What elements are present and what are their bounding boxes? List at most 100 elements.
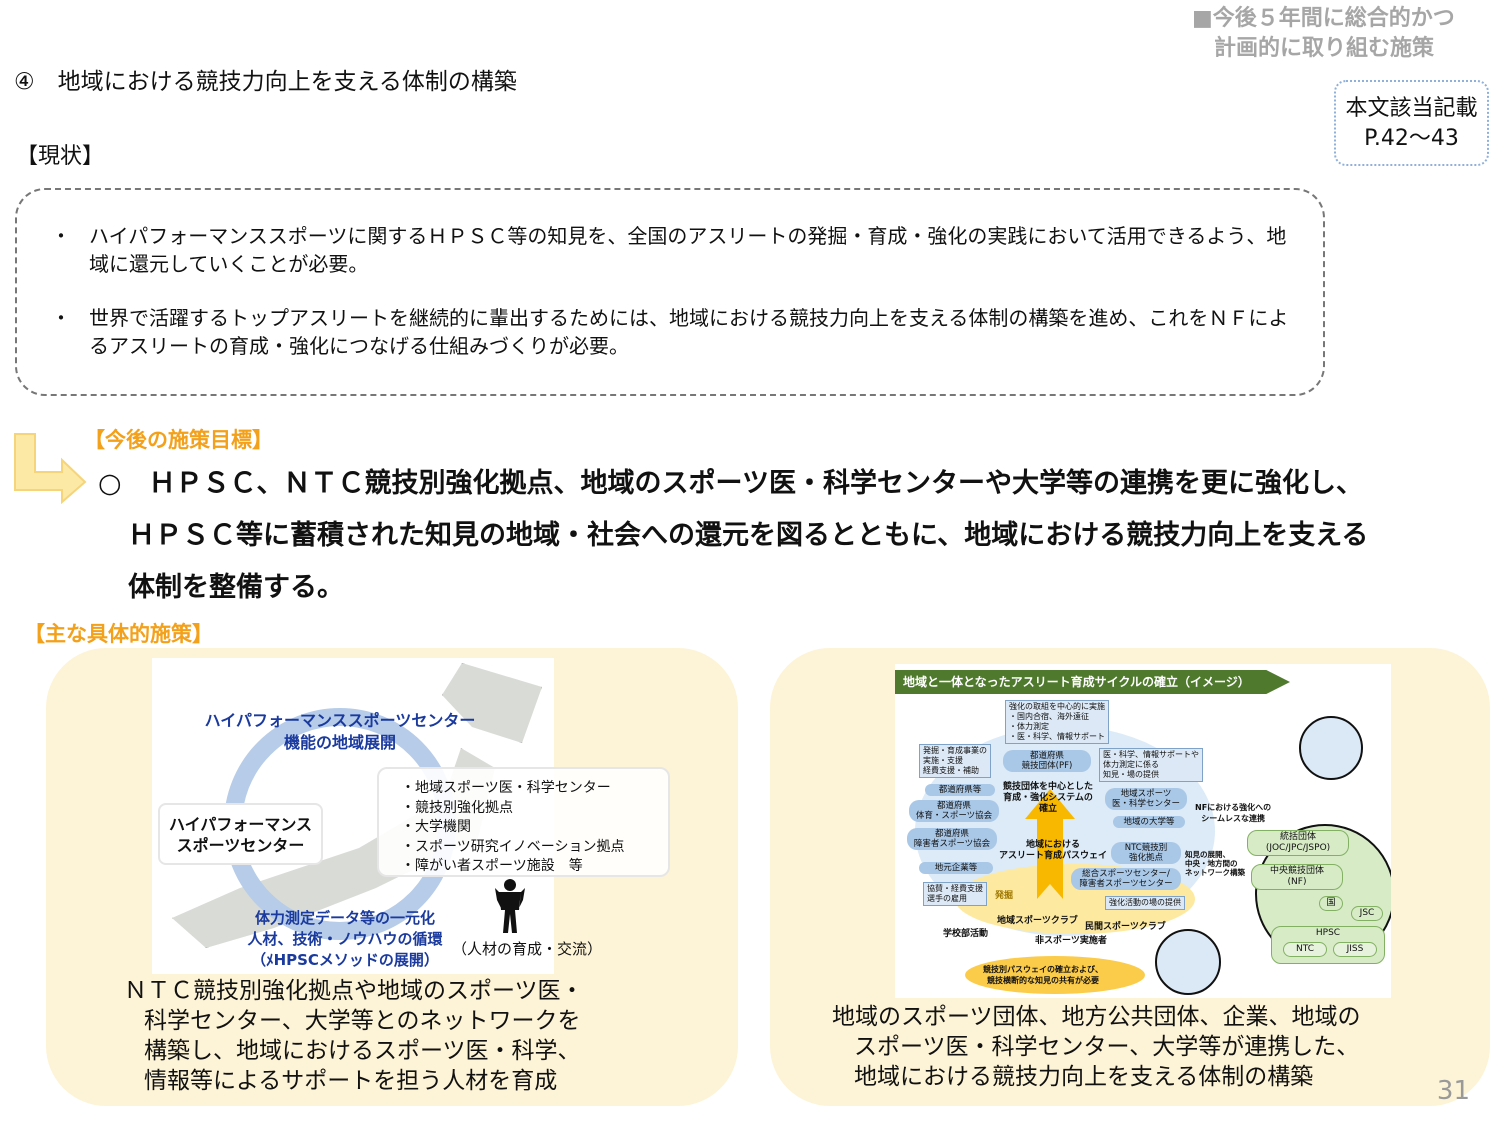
reference-label: 本文該当記載: [1345, 96, 1478, 121]
goal-line: ＨＰＳＣ等に蓄積された知見の地域・社会への還元を図るとともに、地域における競技力…: [128, 520, 1369, 551]
nf-link-text: NFにおける強化へのシームレスな連携: [1195, 802, 1271, 824]
status-item: ・世界で活躍するトップアスリートを継続的に輩出するためには、地域における競技力向…: [51, 304, 1293, 360]
caption-line: 情報等によるサポートを担う人材を育成: [144, 1068, 558, 1094]
box-line: 協賛・経費支援: [927, 884, 983, 893]
facility-list: ・地域スポーツ医・科学センター ・競技別強化拠点 ・大学機関 ・スポーツ研究イノ…: [377, 767, 670, 877]
left-caption: ＮＴＣ競技別強化拠点や地域のスポーツ医・ 科学センター、大学等とのネットワークを…: [124, 976, 584, 1096]
status-text: ハイパフォーマンススポーツに関するＨＰＳＣ等の知見を、全国のアスリートの発掘・育…: [89, 224, 1287, 276]
network-text: 知見の展開、中央・地方間のネットワーク構築: [1185, 850, 1245, 877]
text-line: シームレスな連携: [1201, 814, 1265, 823]
caption-line: 地域における競技力向上を支える体制の構築: [854, 1064, 1314, 1090]
text-line: 中央・地方間の: [1185, 859, 1238, 868]
caption-line: 科学センター、大学等とのネットワークを: [144, 1008, 581, 1034]
box-line: 知見・場の提供: [1103, 770, 1159, 779]
hpsc-box: ハイパフォーマンス スポーツセンター: [158, 803, 323, 865]
caption-line: 地域のスポーツ団体、地方公共団体、企業、地域の: [832, 1004, 1361, 1030]
med-center-pill: 地域スポーツ 医・科学センター: [1105, 788, 1187, 810]
general-center-pill: 総合スポーツセンター/ 障害者スポーツセンター: [1071, 868, 1181, 890]
need-text: 競技別パスウェイの確立および、競技横断的な知見の共有が必要: [983, 964, 1103, 986]
measures-label: 【主な具体的施策】: [24, 622, 213, 646]
right-figure: 地域と一体となったアスリート育成サイクルの確立（イメージ） 強化の取組を中心的に…: [895, 664, 1391, 998]
pathway-text: 地域におけるアスリート育成パスウェイ: [999, 840, 1107, 862]
right-caption: 地域のスポーツ団体、地方公共団体、企業、地域の スポーツ医・科学センター、大学等…: [832, 1002, 1361, 1092]
pref-pill: 都道府県等: [925, 784, 995, 796]
goal-text: ＨＰＳＣ、ＮＴＣ競技別強化拠点、地域のスポーツ医・科学センターや大学等の連携を更…: [148, 468, 1364, 499]
pf-pill: 都道府県 競技団体(PF): [1003, 750, 1091, 772]
box-line: 体力測定に係る: [1103, 760, 1159, 769]
bullet: ・: [51, 224, 71, 248]
reference-pages: P.42～43: [1364, 126, 1459, 151]
pref-para-pill: 都道府県 障害者スポーツ協会: [907, 828, 997, 850]
box-line: ・国内合宿、海外遠征: [1009, 712, 1089, 721]
text-line: NFにおける強化への: [1195, 803, 1272, 812]
box-line: 医・科学、情報サポートや: [1103, 750, 1199, 759]
box-line: 強化の取組を中心的に実施: [1009, 702, 1105, 711]
pref-sports-pill: 都道府県 体育・スポーツ協会: [909, 800, 999, 822]
person-icon: [495, 879, 525, 933]
caption-line: 構築し、地域におけるスポーツ医・科学、: [144, 1038, 581, 1064]
status-box: ・ハイパフォーマンススポーツに関するＨＰＳＣ等の知見を、全国のアスリートの発掘・…: [15, 188, 1325, 396]
caption-line: ＮＴＣ競技別強化拠点や地域のスポーツ医・: [124, 978, 584, 1004]
place-box: 強化活動の場の提供: [1105, 896, 1185, 910]
club-label: 非スポーツ実施者: [1035, 936, 1107, 946]
label-line: 機能の地域展開: [283, 733, 396, 752]
globe-icon: [1299, 716, 1363, 780]
list-item: ・競技別強化拠点: [401, 799, 513, 816]
box-line: 発掘・育成事業の: [923, 746, 987, 755]
status-text: 世界で活躍するトップアスリートを継続的に輩出するためには、地域における競技力向上…: [89, 306, 1289, 358]
person-note: （人材の育成・交流）: [452, 940, 603, 958]
list-item: ・障がい者スポーツ施設 等: [401, 858, 583, 874]
center-text: 競技団体を中心とした育成・強化システムの確立: [1003, 782, 1093, 815]
label-line: 体力測定データ等の一元化: [254, 909, 435, 927]
section-title: ■今後５年間に総合的かつ 計画的に取り組む施策: [1192, 4, 1482, 64]
club-label: 学校部活動: [943, 929, 989, 939]
text-line: ネットワーク構築: [1185, 868, 1245, 877]
umbrella-pill: 統括団体 (JOC/JPC/JSPO): [1247, 830, 1349, 856]
text-line: アスリート育成パスウェイ: [999, 851, 1108, 861]
up-arrow-icon: [1025, 789, 1075, 899]
status-label: 【現状】: [16, 144, 105, 169]
goal-line: ○ ＨＰＳＣ、ＮＴＣ競技別強化拠点、地域のスポーツ医・科学センターや大学等の連携…: [98, 458, 1488, 510]
reference-box: 本文該当記載 P.42～43: [1334, 80, 1489, 166]
local-circle: [1155, 929, 1221, 995]
section-title-line: 計画的に取り組む施策: [1214, 36, 1435, 61]
goal-label: 【今後の施策目標】: [84, 428, 273, 452]
text-line: 育成・強化システムの: [1003, 793, 1093, 803]
need-ellipse: [965, 956, 1145, 994]
univ-pill: 地域の大学等: [1113, 816, 1185, 828]
list-item: ・地域スポーツ医・科学センター: [401, 780, 611, 796]
label-line: ハイパフォーマンススポーツセンター: [204, 711, 476, 730]
jiss-pill: JISS: [1333, 942, 1377, 957]
text-line: 競技横断的な知見の共有が必要: [987, 976, 1099, 985]
kuni-pill: 国: [1319, 896, 1343, 911]
box-line: 選手の雇用: [927, 894, 967, 903]
hpsc-label: HPSC: [1315, 928, 1341, 938]
nf-pill: 中央競技団体 (NF): [1251, 864, 1343, 890]
box-line: ・体力測定: [1009, 722, 1049, 731]
box-left: 発掘・育成事業の実施・支援経費支援・補助: [919, 744, 991, 778]
status-item: ・ハイパフォーマンススポーツに関するＨＰＳＣ等の知見を、全国のアスリートの発掘・…: [51, 222, 1293, 278]
list-item: ・スポーツ研究イノベーション拠点: [401, 838, 625, 855]
ntc-pill: NTC競技別 強化拠点: [1111, 842, 1181, 864]
figure-title: 地域と一体となったアスリート育成サイクルの確立（イメージ）: [895, 670, 1290, 694]
label-line: ハイパフォーマンス: [168, 815, 313, 834]
text-line: 競技別パスウェイの確立および、: [983, 965, 1103, 974]
ntc-small-pill: NTC: [1283, 942, 1327, 957]
label-line: スポーツセンター: [176, 836, 305, 855]
club-label: 民間スポーツクラブ: [1085, 922, 1166, 932]
caption-line: スポーツ医・科学センター、大学等が連携した、: [854, 1034, 1360, 1060]
box-right: 医・科学、情報サポートや体力測定に係る知見・場の提供: [1099, 748, 1203, 782]
box-line: ・医・科学、情報サポート: [1009, 732, 1105, 741]
section-title-line: ■今後５年間に総合的かつ: [1192, 6, 1455, 31]
text-line: 競技団体を中心とした: [1003, 782, 1094, 792]
label-line: 人材、技術・ノウハウの循環: [247, 930, 443, 948]
circle-marker: ○: [98, 468, 122, 499]
box-line: 経費支援・補助: [923, 766, 979, 775]
support-box: 協賛・経費支援選手の雇用: [923, 882, 987, 906]
top-label: ハイパフォーマンススポーツセンター 機能の地域展開: [185, 710, 495, 754]
goal-line: 体制を整備する。: [128, 572, 344, 603]
label-line: （ﾒHPSCメソッドの展開）: [251, 951, 439, 969]
box-line: 実施・支援: [923, 756, 963, 765]
club-label: 地域スポーツクラブ: [997, 916, 1078, 926]
page-heading: ④ 地域における競技力向上を支える体制の構築: [14, 69, 517, 95]
